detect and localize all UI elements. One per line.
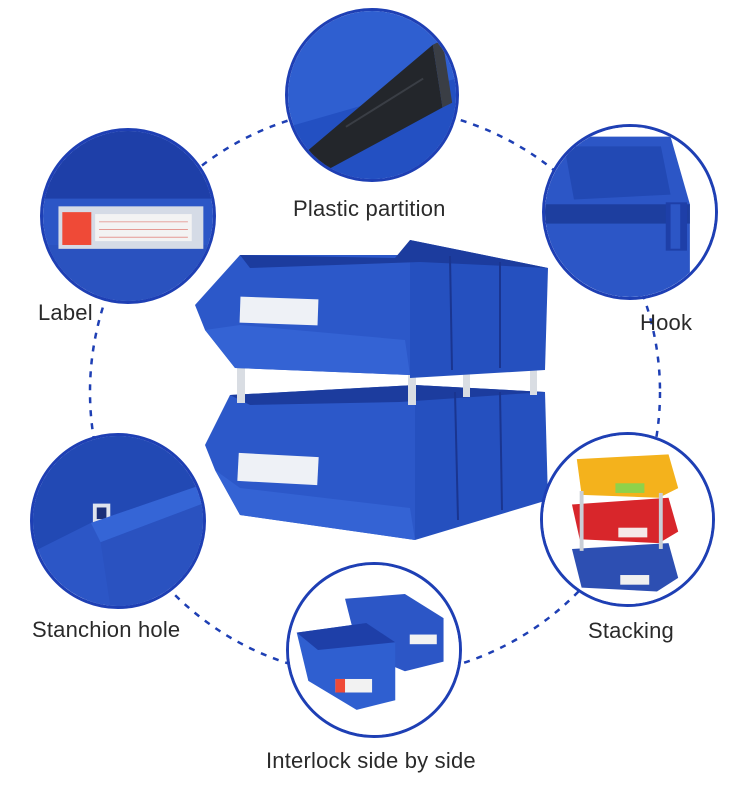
caption-stacking: Stacking xyxy=(588,618,674,643)
partition-image xyxy=(288,11,456,179)
stanchion-post xyxy=(530,365,537,395)
stanchion-post xyxy=(408,367,416,405)
stacking-circle xyxy=(540,432,715,607)
label-image xyxy=(43,131,213,301)
hook-image xyxy=(545,127,715,297)
caption-interlock: Interlock side by side xyxy=(266,748,476,773)
stanchion-circle xyxy=(30,433,206,609)
caption-partition: Plastic partition xyxy=(293,196,446,221)
partition-circle xyxy=(285,8,459,182)
stanchion-post xyxy=(463,367,470,397)
caption-label: Label xyxy=(38,300,93,325)
stanchion-image xyxy=(33,436,203,606)
stanchion-post xyxy=(237,365,245,403)
stacking-image xyxy=(543,435,712,604)
interlock-image xyxy=(289,565,459,735)
lower-bin xyxy=(205,385,548,540)
interlock-circle xyxy=(286,562,462,738)
caption-hook: Hook xyxy=(640,310,693,335)
upper-bin xyxy=(195,240,548,378)
caption-stanchion: Stanchion hole xyxy=(32,617,181,642)
hook-circle xyxy=(542,124,718,300)
label-circle xyxy=(40,128,216,304)
